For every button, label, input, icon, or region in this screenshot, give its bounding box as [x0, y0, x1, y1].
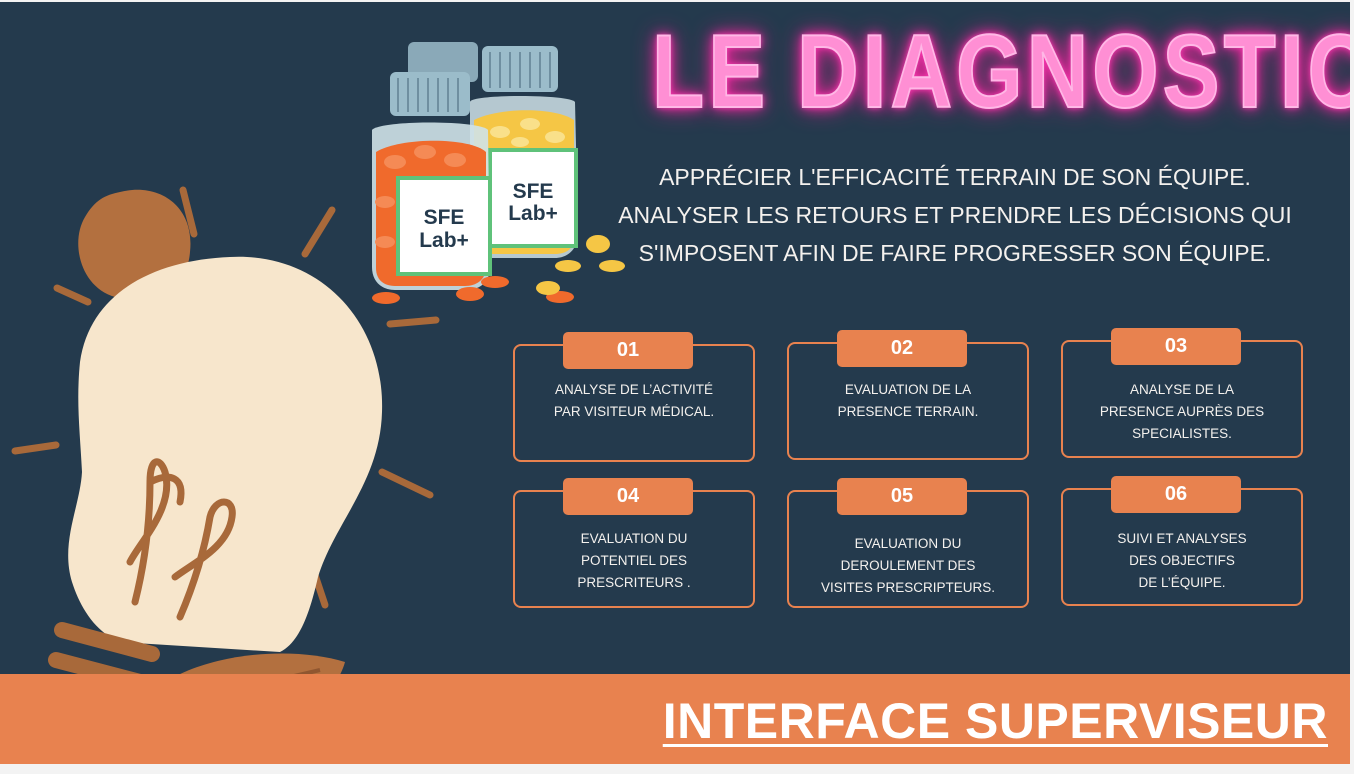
card-05-number: 05 [837, 478, 967, 515]
subtitle-line: S'IMPOSENT AFIN DE FAIRE PROGRESSER SON … [638, 240, 1272, 266]
page-subtitle: APPRÉCIER L'EFFICACITÉ TERRAIN DE SON ÉQ… [600, 158, 1310, 272]
bottle-label-orange-line2: Lab+ [419, 229, 469, 252]
card-06-number: 06 [1111, 476, 1241, 513]
card-03-number: 03 [1111, 328, 1241, 365]
card-line: PRESENCE AUPRÈS DES [1099, 404, 1265, 419]
card-line: DES OBJECTIFS [1129, 553, 1235, 568]
card-line: PRESENCE TERRAIN. [837, 404, 979, 419]
card-line: PAR VISITEUR MÉDICAL. [553, 404, 715, 419]
card-01-text: ANALYSE DE L’ACTIVITÉ PAR VISITEUR MÉDIC… [513, 379, 755, 423]
card-line: SUIVI ET ANALYSES [1117, 531, 1247, 546]
subtitle-line: ANALYSER LES RETOURS ET PRENDRE LES DÉCI… [618, 202, 1292, 228]
footer-band [0, 674, 1350, 764]
card-line: PRESCRITEURS . [577, 575, 691, 590]
bottle-label-orange-line1: SFE [424, 206, 465, 229]
card-01-number: 01 [563, 332, 693, 369]
pill-bottles-illustration: SFE Lab+ SFE Lab+ [372, 42, 625, 304]
card-line: DEROULEMENT DES [840, 558, 976, 573]
bottle-label-yellow-line2: Lab+ [508, 202, 558, 225]
card-04-text: EVALUATION DU POTENTIEL DES PRESCRITEURS… [513, 528, 755, 594]
card-line: ANALYSE DE L’ACTIVITÉ [554, 382, 714, 397]
page-title: LE DIAGNOSTIC [651, 14, 1350, 130]
bulb-rays [11, 186, 440, 609]
card-line: EVALUATION DE LA [844, 382, 972, 397]
card-03-text: ANALYSE DE LA PRESENCE AUPRÈS DES SPECIA… [1061, 379, 1303, 445]
card-02-number: 02 [837, 330, 967, 367]
card-line: POTENTIEL DES [580, 553, 688, 568]
card-line: EVALUATION DU [580, 531, 688, 546]
card-line: EVALUATION DU [854, 536, 962, 551]
card-04-number: 04 [563, 478, 693, 515]
card-line: ANALYSE DE LA [1129, 382, 1235, 397]
pill-bottle-yellow [470, 46, 578, 258]
card-line: VISITES PRESCRIPTEURS. [820, 580, 996, 595]
loose-pills [372, 235, 625, 304]
card-line: SPECIALISTES. [1132, 426, 1232, 441]
pill-bottle-orange [372, 72, 492, 290]
subtitle-line: APPRÉCIER L'EFFICACITÉ TERRAIN DE SON ÉQ… [659, 164, 1251, 190]
card-05-text: EVALUATION DU DEROULEMENT DES VISITES PR… [787, 533, 1029, 599]
footer-title: INTERFACE SUPERVISEUR [662, 693, 1328, 749]
card-02-text: EVALUATION DE LA PRESENCE TERRAIN. [787, 379, 1029, 423]
bottle-label-yellow-line1: SFE [513, 180, 554, 203]
card-line: DE L’ÉQUIPE. [1138, 575, 1226, 590]
bulb-filament [126, 458, 236, 621]
card-06-text: SUIVI ET ANALYSES DES OBJECTIFS DE L’ÉQU… [1061, 528, 1303, 594]
